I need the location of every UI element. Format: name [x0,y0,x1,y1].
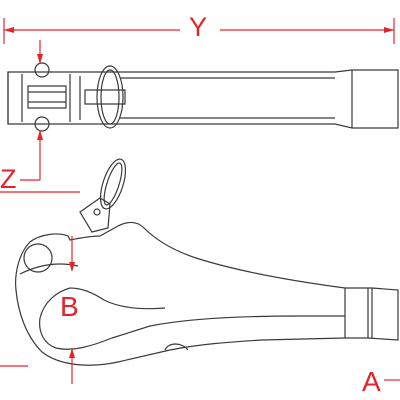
dimension-label-y: Y [189,12,208,42]
dimension-label-z: Z [0,164,17,194]
side-view-ring-inner [103,162,123,206]
dimension-label-b: B [60,291,79,322]
top-view-body-lines [120,70,353,128]
top-view-ring-inner [100,69,120,125]
top-view-slot [27,85,67,109]
top-view-head [7,72,81,124]
dimension-label-a: A [362,366,381,397]
dim-b-arrow-top [69,262,75,272]
dim-z-arrow-top [37,54,43,64]
top-pin-circle [34,62,50,78]
top-view-ring-pin [84,89,126,105]
latch-pin [93,208,101,216]
bottom-pin-circle [34,116,50,132]
dim-z-arrow-bottom [37,130,43,140]
top-view-ring [96,65,124,129]
dim-b-arrow-bottom [69,348,75,358]
dim-y-arrow-right [384,27,394,33]
dim-y-arrow-left [4,27,14,33]
top-view [7,62,399,132]
side-view [15,158,399,366]
side-view-latch [79,197,111,233]
side-view-end-block [344,288,373,338]
side-view-hook-body [15,221,399,366]
side-view-ring [99,158,127,210]
dimension-lines [0,18,400,384]
side-view-eye [23,243,53,273]
side-view-pivot [164,343,189,351]
side-view-throat-upper [69,287,166,310]
side-view-throat [39,287,345,350]
